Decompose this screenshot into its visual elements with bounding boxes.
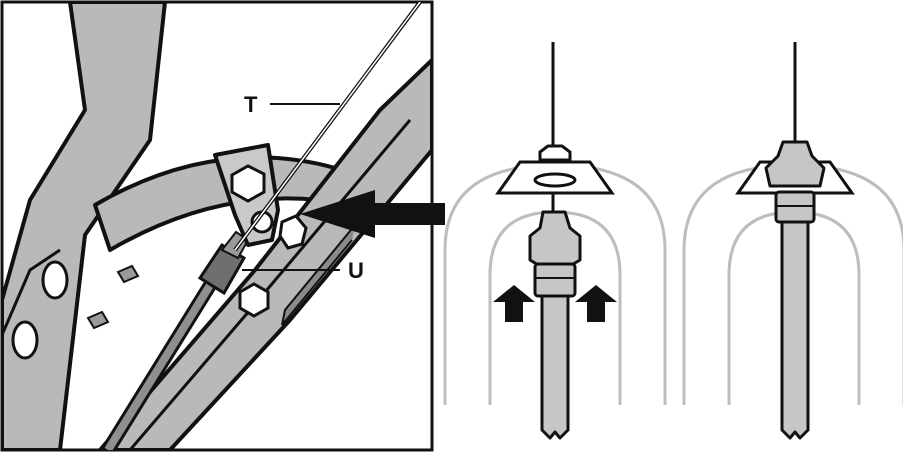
cable-housing — [540, 294, 570, 440]
insertion-step-before — [443, 42, 667, 440]
pointer-arrow — [300, 190, 445, 238]
bolt-stub — [86, 310, 110, 330]
insertion-step-after — [682, 42, 903, 440]
bolt-head — [41, 260, 69, 300]
cable-end-fitting — [764, 140, 826, 188]
fitting-body — [533, 262, 577, 298]
cable-housing-core — [104, 279, 216, 450]
bracket-nut — [230, 164, 266, 203]
callout-label-t: T — [244, 92, 258, 117]
handle-rail-lower — [281, 224, 356, 326]
cable-wire-inner — [234, 2, 421, 251]
push-arrow-right — [575, 285, 617, 322]
handle-tube-left — [2, 2, 167, 450]
cable-housing — [780, 220, 810, 440]
handle-tube-right — [98, 58, 432, 450]
bracket-side-nut — [278, 214, 308, 250]
callout-label-u: U — [348, 258, 364, 283]
bracket-nut — [538, 144, 572, 162]
cable-end-fitting — [528, 210, 582, 268]
bracket-slot — [533, 172, 577, 188]
handle-tube-left-edge — [2, 248, 61, 336]
push-arrow-left — [493, 285, 535, 322]
bolt-head — [11, 320, 39, 360]
cable-end-fitting — [197, 242, 247, 296]
frame-nut — [238, 282, 270, 318]
bolt-stub — [116, 264, 140, 284]
